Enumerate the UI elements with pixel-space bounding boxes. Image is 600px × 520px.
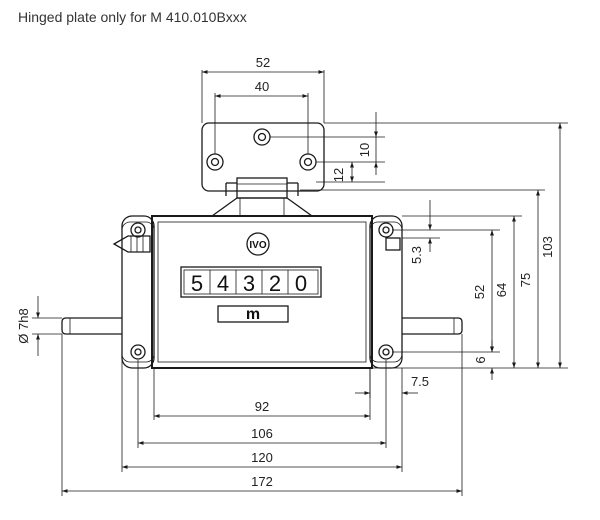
diagram-caption: Hinged plate only for M 410.010Bxxx bbox=[18, 9, 247, 25]
counter-display: 5 4 3 2 0 bbox=[180, 266, 322, 298]
svg-text:64: 64 bbox=[494, 283, 509, 297]
dim-6: 6 bbox=[473, 340, 494, 380]
hinge bbox=[209, 177, 315, 217]
dim-172: 172 bbox=[61, 474, 462, 493]
svg-text:106: 106 bbox=[251, 426, 273, 441]
dim-shaft-diameter: Ø 7h8 bbox=[16, 296, 62, 356]
dim-7-5: 7.5 bbox=[355, 368, 429, 398]
svg-text:10: 10 bbox=[357, 143, 372, 157]
counter-digit: 5 bbox=[191, 271, 203, 296]
svg-text:7.5: 7.5 bbox=[411, 374, 429, 389]
svg-text:103: 103 bbox=[540, 236, 555, 258]
svg-text:172: 172 bbox=[251, 474, 273, 489]
svg-text:IVO: IVO bbox=[249, 240, 266, 251]
svg-text:6: 6 bbox=[473, 356, 488, 363]
hinged-plate bbox=[201, 122, 325, 192]
svg-text:40: 40 bbox=[255, 79, 269, 94]
counter-housing bbox=[112, 215, 403, 369]
shafts bbox=[61, 317, 463, 335]
unit-label: m bbox=[217, 305, 289, 323]
plate-hole-right bbox=[299, 153, 317, 171]
dim-120: 120 bbox=[122, 450, 402, 469]
dim-5-3: 5.3 bbox=[409, 200, 432, 264]
svg-text:92: 92 bbox=[255, 399, 269, 414]
svg-text:12: 12 bbox=[331, 168, 346, 182]
svg-text:52: 52 bbox=[256, 55, 270, 70]
svg-text:75: 75 bbox=[518, 273, 533, 287]
dim-52-vertical: 52 bbox=[472, 230, 494, 352]
counter-digit: 3 bbox=[243, 271, 255, 296]
dim-103: 103 bbox=[540, 123, 562, 368]
svg-text:m: m bbox=[246, 306, 260, 323]
dim-12: 12 bbox=[331, 162, 354, 182]
plate-hole-left bbox=[206, 153, 224, 171]
counter-digit: 4 bbox=[217, 271, 229, 296]
svg-text:120: 120 bbox=[251, 450, 273, 465]
dim-52-top: 52 bbox=[201, 55, 325, 123]
dim-75: 75 bbox=[518, 190, 540, 368]
counter-digit: 0 bbox=[295, 271, 307, 296]
svg-text:5.3: 5.3 bbox=[409, 246, 424, 264]
dim-64: 64 bbox=[494, 216, 516, 368]
ivo-logo: IVO bbox=[246, 232, 270, 256]
svg-text:52: 52 bbox=[472, 285, 487, 299]
svg-text:Ø 7h8: Ø 7h8 bbox=[16, 308, 31, 343]
counter-digit: 2 bbox=[269, 271, 281, 296]
dim-106: 106 bbox=[138, 426, 386, 445]
dim-40-top: 40 bbox=[214, 79, 309, 154]
dim-92: 92 bbox=[154, 399, 370, 418]
dim-10: 10 bbox=[357, 112, 378, 175]
